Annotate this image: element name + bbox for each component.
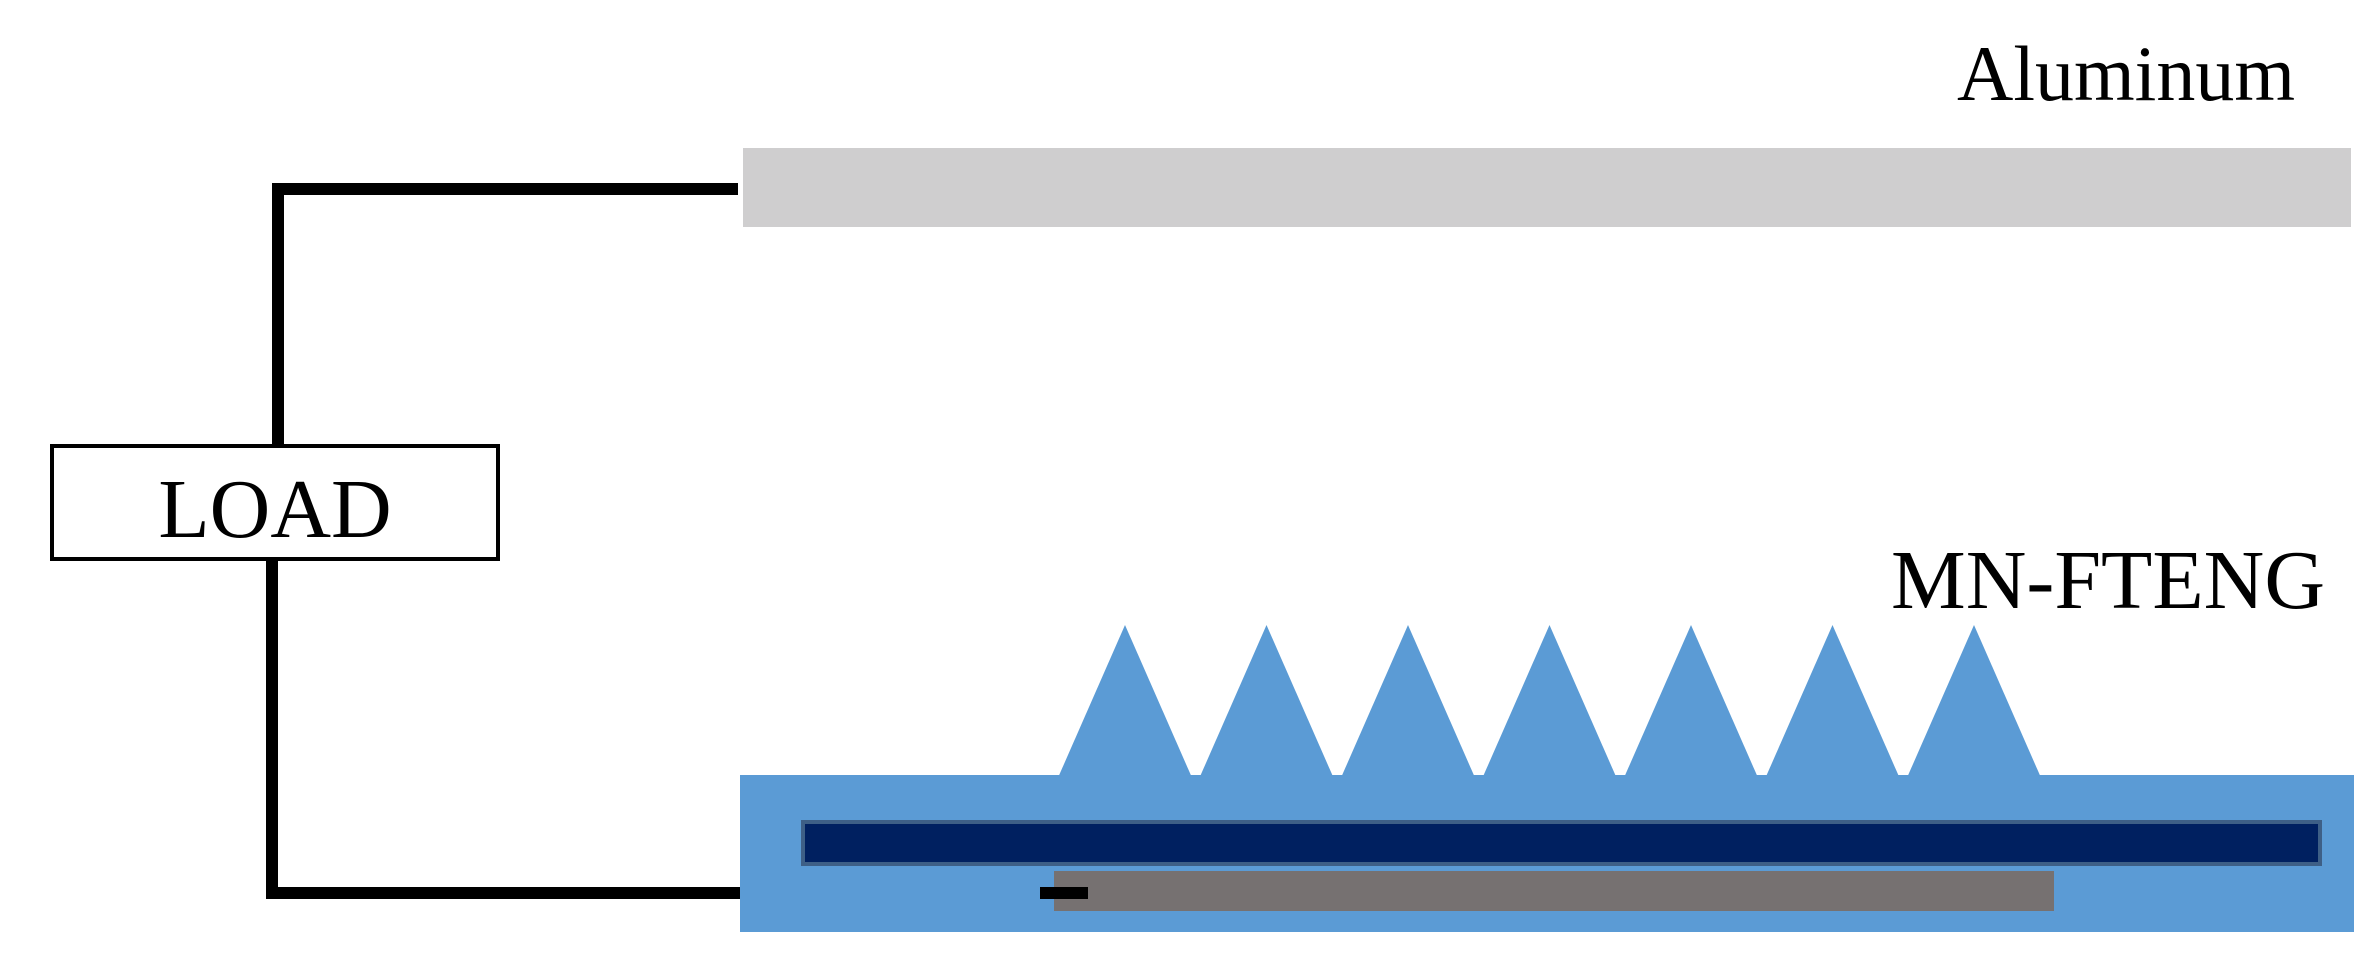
aluminum-label: Aluminum [1957,30,2295,117]
dark-electrode [801,820,2322,866]
microneedle [1057,625,1193,780]
aluminum-plate [743,148,2351,227]
microneedle [1623,625,1759,780]
microneedle [1906,625,2042,780]
microneedle [1764,625,1901,780]
mn-fteng-device [740,625,2354,932]
microneedle [1340,625,1476,780]
load-box: LOAD [50,444,500,561]
microneedle [1198,625,1335,780]
device-label: MN-FTENG [1891,534,2325,627]
wire-top [272,183,738,445]
microneedle [1481,625,1618,780]
gray-electrode [1054,871,2054,911]
load-label: LOAD [158,463,391,556]
microneedle-array [1057,625,2042,780]
load-box-frame [50,444,500,561]
